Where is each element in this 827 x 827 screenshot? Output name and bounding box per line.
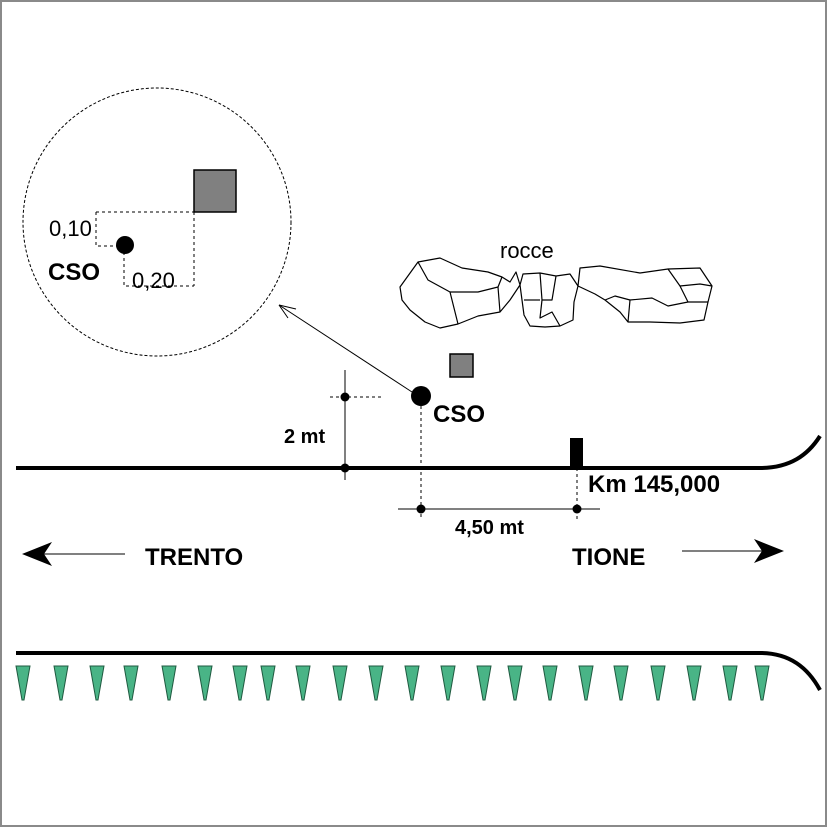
- vegetation-row: [15, 665, 770, 701]
- rocks-outline: [399, 257, 713, 329]
- tree-icon: [332, 665, 348, 701]
- tree-icon: [578, 665, 594, 701]
- tree-icon: [476, 665, 492, 701]
- detail-circle: [22, 87, 292, 357]
- tree-icon: [260, 665, 276, 701]
- detail-offset-y-line: [123, 252, 194, 287]
- tree-icon: [232, 665, 248, 701]
- detail-leader: [278, 304, 413, 393]
- tree-icon: [507, 665, 523, 701]
- direction-left-label: TRENTO: [145, 544, 243, 571]
- tree-icon: [542, 665, 558, 701]
- detail-offset-x-line: [95, 212, 118, 247]
- tree-icon: [53, 665, 69, 701]
- arrow-left-icon: [22, 542, 125, 566]
- tree-icon: [197, 665, 213, 701]
- cso-point: [411, 386, 431, 406]
- distance-dimension: [398, 504, 600, 514]
- height-dimension: [330, 370, 382, 480]
- tree-icon: [368, 665, 384, 701]
- tree-icon: [404, 665, 420, 701]
- detail-cso-point: [116, 236, 134, 254]
- benchmark-square-main: [449, 353, 474, 378]
- km-post-icon: [570, 438, 583, 468]
- tree-icon: [722, 665, 738, 701]
- tree-icon: [15, 665, 31, 701]
- tree-icon: [754, 665, 770, 701]
- tree-icon: [161, 665, 177, 701]
- benchmark-square-icon: [193, 169, 237, 213]
- km-marker-label: Km 145,000: [588, 471, 720, 498]
- arrow-right-icon: [682, 539, 784, 563]
- tree-icon: [295, 665, 311, 701]
- cso-label: CSO: [433, 401, 485, 428]
- detail-inset: 0,10 CSO 0,20: [22, 87, 292, 357]
- tree-icon: [89, 665, 105, 701]
- detail-point-label: CSO: [48, 259, 100, 286]
- detail-label-x: 0,10: [49, 216, 92, 241]
- height-dimension-label: 2 mt: [284, 426, 325, 448]
- rocks-label: rocce: [500, 238, 554, 263]
- tree-icon: [440, 665, 456, 701]
- tree-icon: [123, 665, 139, 701]
- road-edge-upper: [16, 434, 822, 470]
- direction-right-label: TIONE: [572, 544, 645, 571]
- tree-icon: [650, 665, 666, 701]
- tree-icon: [613, 665, 629, 701]
- detail-label-y: 0,20: [132, 268, 175, 293]
- tree-icon: [686, 665, 702, 701]
- road-edge-lower: [16, 651, 822, 691]
- distance-dimension-label: 4,50 mt: [455, 517, 524, 539]
